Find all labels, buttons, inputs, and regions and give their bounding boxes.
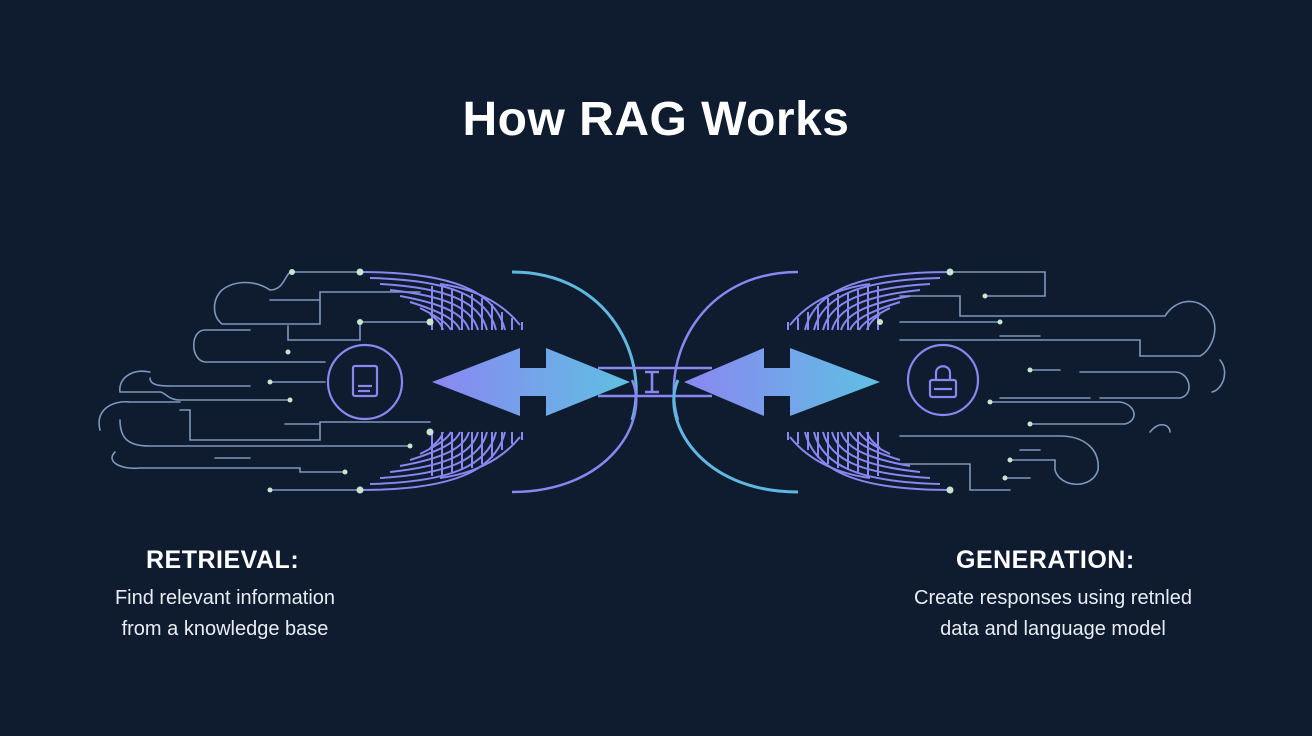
- right-upper-bundle: [787, 271, 951, 331]
- retrieval-heading: RETRIEVAL:: [146, 546, 300, 574]
- left-circuit-traces: [98, 271, 431, 491]
- page-title: How RAG Works: [462, 93, 850, 146]
- left-upper-bundle: [359, 271, 523, 331]
- center-bridge: [598, 366, 712, 398]
- generation-line-1: Create responses using retnled: [914, 587, 1192, 609]
- right-double-arrow: [684, 348, 880, 416]
- retrieval-line-2: from a knowledge base: [121, 618, 329, 640]
- right-nodes: [877, 268, 1033, 494]
- generation-line-2: data and language model: [940, 618, 1166, 640]
- lock-icon: [906, 343, 980, 417]
- right-circuit-traces: [899, 271, 1226, 491]
- generation-heading: GENERATION:: [956, 546, 1135, 574]
- right-lower-bundle: [787, 431, 951, 491]
- right-lower-arc: [672, 379, 799, 494]
- retrieval-description: Find relevant information from a knowled…: [70, 583, 380, 645]
- left-lower-bundle: [359, 431, 523, 491]
- left-double-arrow: [432, 348, 630, 416]
- document-icon: [326, 343, 404, 421]
- generation-description: Create responses using retnled data and …: [872, 583, 1234, 645]
- left-nodes: [267, 268, 434, 494]
- retrieval-line-1: Find relevant information: [114, 587, 336, 609]
